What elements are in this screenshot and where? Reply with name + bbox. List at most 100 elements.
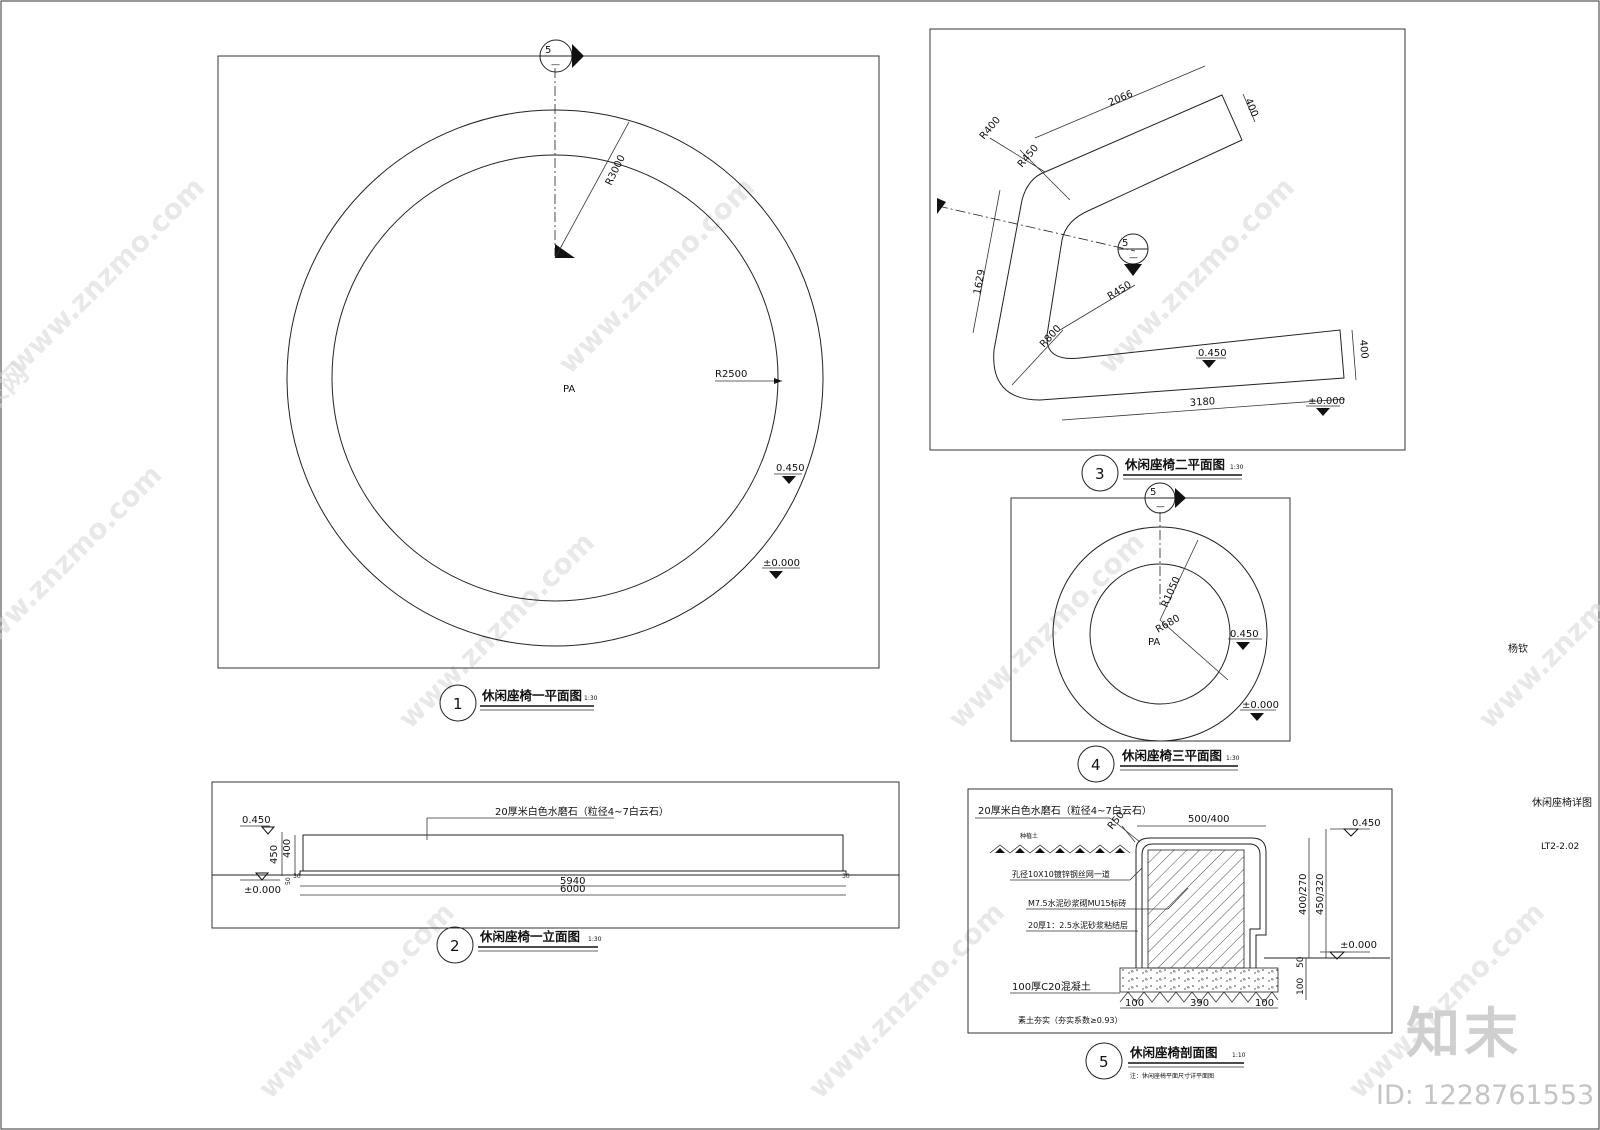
watermark-text: www.znzmo.com [942, 526, 1151, 735]
dim-450: 450 [269, 845, 280, 864]
svg-text:0.450: 0.450 [1230, 629, 1259, 640]
drawing-title-block: 休闲座椅详图 [1532, 796, 1592, 809]
dim-3180: 3180 [1189, 396, 1215, 409]
dim-5940: 5940 [560, 876, 585, 887]
watermark-text: www.znzmo.com [552, 171, 761, 380]
material-label: 20厚米白色水磨石（粒径4~7白云石） [978, 804, 1152, 817]
level-marker-icon: ±0.000 [1306, 396, 1345, 416]
section-marker-icon: 5 — [1117, 233, 1149, 276]
dim-100-left: 100 [1125, 998, 1144, 1009]
svg-text:—: — [1129, 253, 1138, 263]
dim-r2500: R2500 [715, 369, 747, 380]
dim-r680: R680 [1154, 613, 1182, 636]
dim-100-right: 100 [1255, 998, 1274, 1009]
watermark-text: www.znzmo.com [392, 526, 601, 735]
drawing-5-frame [967, 788, 1393, 1034]
section-note: 注：休闲座椅平面尺寸详平面图 [1130, 1072, 1214, 1080]
svg-text:±0.000: ±0.000 [1242, 700, 1279, 711]
material-label: 20厚米白色水磨石（粒径4~7白云石） [495, 805, 669, 818]
svg-text:—: — [551, 60, 560, 70]
svg-text:—: — [1156, 502, 1165, 512]
drawing-1-title: 1 休闲座椅一平面图 1:30 [439, 684, 598, 722]
svg-text:休闲座椅二平面图: 休闲座椅二平面图 [1124, 457, 1225, 472]
watermark-text: www.znzmo.com [1472, 526, 1600, 735]
drawing-3-plan: 5 — 2066 400 R400 R450 1629 R450 R800 40… [929, 28, 1406, 492]
svg-text:±0.000: ±0.000 [763, 558, 800, 569]
svg-text:4: 4 [1091, 756, 1101, 774]
planting-soil-label: 种植土 [1020, 832, 1038, 840]
designer-name: 杨钦 [1508, 642, 1528, 655]
level-marker-icon: ±0.000 [762, 558, 800, 579]
section-marker-icon: 5 — [539, 39, 584, 73]
drawing-4-plan: 5 — R1050 R680 PA 0.450 ±0.000 4 休闲座椅三平面… [1010, 482, 1291, 783]
drawing-5-title: 5 休闲座椅剖面图 1:10 注：休闲座椅平面尺寸详平面图 [1085, 1042, 1246, 1080]
center-label: PA [1148, 637, 1160, 648]
level-marker-icon: 0.450 [1330, 818, 1381, 837]
svg-text:1:30: 1:30 [1226, 755, 1240, 762]
level-marker-icon: 0.450 [1196, 348, 1227, 368]
drawing-3-frame [929, 28, 1406, 451]
drawing-4-title: 4 休闲座椅三平面图 1:30 [1077, 745, 1240, 783]
watermark-text: www.znzmo.com [802, 896, 1011, 1105]
drawing-number: LT2-2.02 [1541, 842, 1579, 852]
section-marker-icon: 5 — [1144, 482, 1186, 514]
drawing-2-title: 2 休闲座椅一立面图 1:30 [436, 926, 602, 964]
level-marker-icon: ±0.000 [1240, 700, 1279, 721]
bench-inner-circle [1089, 563, 1231, 705]
svg-text:3: 3 [1095, 465, 1105, 483]
svg-text:休闲座椅一平面图: 休闲座椅一平面图 [481, 688, 582, 703]
svg-text:2: 2 [450, 937, 460, 955]
dim-r800: R800 [1038, 323, 1064, 350]
svg-text:5: 5 [1150, 487, 1156, 498]
dim-6000: 6000 [560, 884, 585, 895]
dim-r1050: R1050 [1160, 575, 1183, 609]
drawing-1-plan: 5 — R3000 PA R2500 0.450 ±0.000 1 休闲座椅一平… [217, 39, 880, 722]
dim-width: 500/400 [1188, 814, 1230, 825]
watermark-layer: www.znzmo.com 知末网 www.znzmo.com www.znzm… [0, 171, 1600, 1105]
watermark-logo: 知末 [1406, 1002, 1522, 1065]
level-marker-icon: ±0.000 [240, 872, 281, 896]
svg-text:休闲座椅剖面图: 休闲座椅剖面图 [1129, 1045, 1218, 1060]
concrete-label: 100厚C20混凝土 [1012, 980, 1091, 993]
dim-h2: 450/320 [1315, 873, 1326, 915]
dim-r3000: R3000 [604, 153, 628, 187]
dim-30-right: 30 [842, 873, 850, 880]
svg-text:5: 5 [1122, 238, 1128, 249]
watermark-id: ID: 1228761553 [1376, 1080, 1594, 1111]
level-marker-icon: ±0.000 [1320, 940, 1377, 960]
svg-text:0.450: 0.450 [242, 815, 271, 826]
svg-text:0.450: 0.450 [776, 463, 805, 474]
drawing-2-frame [211, 781, 900, 929]
svg-text:±0.000: ±0.000 [244, 885, 281, 896]
dim-100-section: 100 [1296, 978, 1306, 995]
drawing-3-title: 3 休闲座椅二平面图 1:30 [1081, 454, 1244, 492]
dim-1629: 1629 [972, 268, 988, 295]
svg-text:休闲座椅一立面图: 休闲座椅一立面图 [479, 929, 580, 944]
watermark-text: www.znzmo.com [252, 896, 461, 1105]
dim-30-left: 30 [293, 873, 301, 880]
watermark-text: www.znzmo.com [1342, 896, 1551, 1105]
dim-h1: 400/270 [1298, 873, 1309, 915]
svg-text:±0.000: ±0.000 [1340, 940, 1377, 951]
drawing-5-section: 20厚米白色水磨石（粒径4~7白云石） 种植土 孔径10X10镀锌钢丝网一道 M… [967, 788, 1393, 1080]
svg-text:5: 5 [545, 45, 551, 56]
center-label: PA [563, 384, 575, 395]
watermark-text: www.znzmo.com [0, 458, 169, 667]
dim-2066: 2066 [1107, 89, 1135, 109]
brick-label: M7.5水泥砂浆砌MU15标砖 [1028, 898, 1127, 908]
svg-text:1:30: 1:30 [588, 936, 602, 943]
dim-50-section: 50 [1296, 956, 1306, 968]
svg-text:1:30: 1:30 [584, 695, 598, 702]
drawing-2-elevation: 20厚米白色水磨石（粒径4~7白云石） 0.450 ±0.000 450 400… [211, 781, 900, 964]
dim-400-top: 400 [1242, 97, 1260, 119]
dim-400: 400 [282, 839, 293, 858]
mesh-label: 孔径10X10镀锌钢丝网一道 [1012, 869, 1110, 879]
dim-50: 50 [285, 877, 292, 885]
mortar-label: 20厚1：2.5水泥砂浆粘结层 [1028, 920, 1128, 930]
svg-text:±0.000: ±0.000 [1308, 396, 1345, 407]
level-marker-icon: 0.450 [774, 463, 805, 484]
watermark-text: www.znzmo.com [1092, 171, 1301, 380]
watermark-text: www.znzmo.com [2, 171, 211, 380]
dim-r450-bottom: R450 [1106, 279, 1134, 302]
